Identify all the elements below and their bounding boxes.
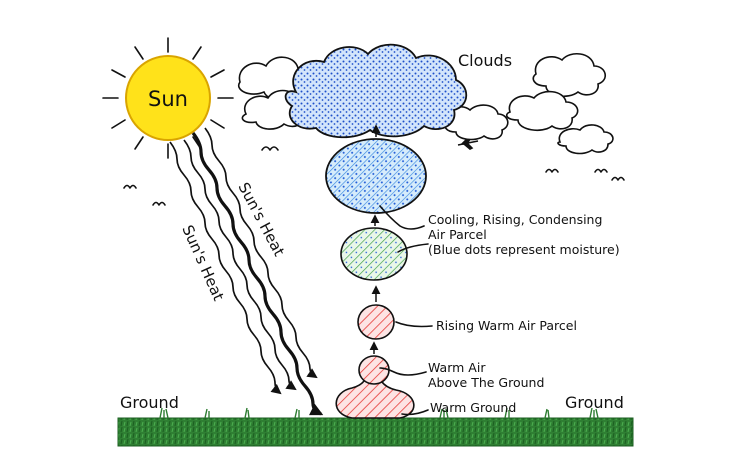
- condensing-parcel-blue: [326, 139, 426, 213]
- main-cloud: [286, 45, 467, 138]
- clouds-label: Clouds: [458, 51, 512, 70]
- cloud-right-top: [533, 54, 605, 97]
- heat-ray-4: [205, 128, 316, 377]
- cloud-right-low: [558, 125, 613, 154]
- ground-label-right: Ground: [565, 393, 624, 412]
- warm-air-label-line1: Warm Air: [428, 360, 486, 375]
- warm-air-label-line2: Above The Ground: [428, 375, 544, 390]
- rising-warm-parcel: [358, 305, 394, 339]
- ground-strip: [118, 418, 633, 446]
- sun-group: Sun: [103, 38, 233, 158]
- warm-ground-label: Warm Ground: [430, 400, 516, 415]
- sun-label: Sun: [148, 87, 188, 111]
- heat-rays: [170, 128, 321, 414]
- cooling-label-line2: Air Parcel: [428, 227, 487, 242]
- heat-ray-1: [170, 142, 280, 393]
- warm-air-parcel: [359, 356, 389, 384]
- cooling-label-line3: (Blue dots represent moisture): [428, 242, 620, 257]
- condensing-parcel-green: [341, 228, 407, 280]
- rising-warm-label: Rising Warm Air Parcel: [436, 318, 577, 333]
- cloud-right-mid2: [507, 92, 578, 131]
- cooling-label-line1: Cooling, Rising, Condensing: [428, 212, 602, 227]
- ground-label-left: Ground: [120, 393, 179, 412]
